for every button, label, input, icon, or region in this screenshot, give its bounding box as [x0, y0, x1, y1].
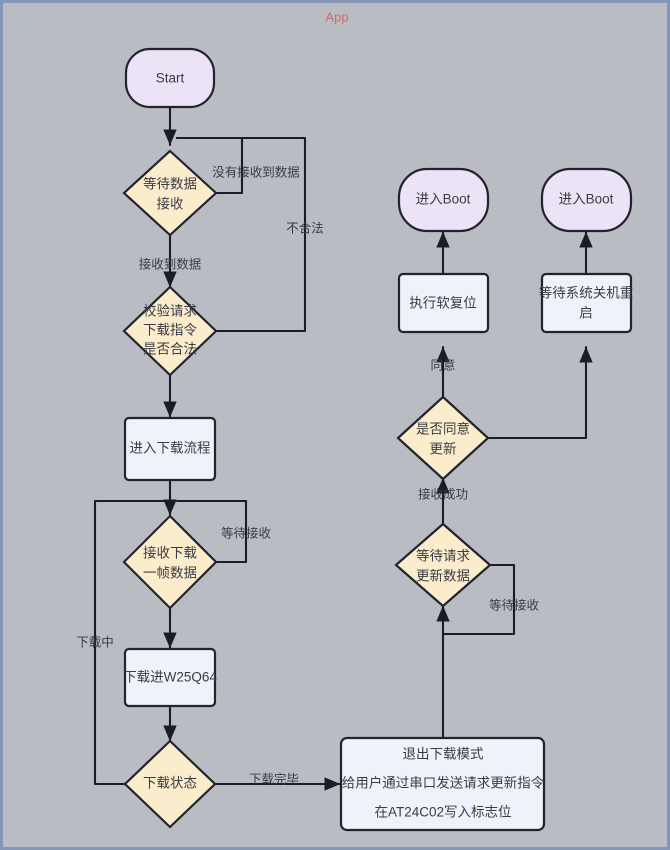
- node-wait-data-line1: 等待数据: [143, 176, 197, 192]
- node-start[interactable]: Start: [124, 47, 216, 109]
- node-boot-right[interactable]: 进入Boot: [540, 167, 633, 233]
- flowchart-canvas: App 没有接收到数据 接收到数据 不合法 等待接收 下载中 下载完毕: [76, 9, 634, 832]
- edge-label-illegal: 不合法: [286, 220, 324, 235]
- node-wait-reboot[interactable]: 等待系统关机重 启: [539, 272, 634, 334]
- edge-recv-frame-self-loop: [175, 499, 248, 564]
- edge-label-download-complete: 下载完毕: [249, 771, 299, 786]
- node-exit-download[interactable]: 退出下载模式 给用户通过串口发送请求更新指令 在AT24C02写入标志位: [339, 736, 546, 832]
- edge-label-waiting-receive-1: 等待接收: [221, 525, 272, 540]
- node-wait-reboot-shape: [540, 272, 633, 334]
- node-verify-command-line2: 下载指令: [143, 323, 197, 338]
- node-boot-left-shape: [397, 167, 490, 233]
- edge-agree-to-wait-reboot: [486, 345, 593, 440]
- node-recv-frame-line1: 接收下载: [143, 545, 197, 561]
- node-boot-left-label: 进入Boot: [416, 192, 471, 207]
- node-download-status[interactable]: 下载状态: [123, 739, 217, 829]
- node-wait-data-shape: [122, 149, 218, 237]
- node-verify-command-shape: [122, 285, 218, 377]
- node-exit-download-line1: 退出下载模式: [403, 747, 484, 762]
- node-recv-frame-line2: 一帧数据: [143, 566, 197, 581]
- node-wait-update[interactable]: 等待请求 更新数据: [394, 522, 492, 608]
- node-agree-update-line2: 更新: [430, 442, 457, 457]
- node-agree-update-line1: 是否同意: [416, 421, 470, 437]
- node-exit-download-line3: 在AT24C02写入标志位: [374, 805, 511, 820]
- node-enter-download-label: 进入下载流程: [130, 441, 211, 456]
- node-agree-update[interactable]: 是否同意 更新: [396, 395, 490, 481]
- node-recv-frame-shape: [122, 514, 218, 610]
- node-write-flash-label: 下载进W25Q64: [123, 670, 217, 685]
- node-write-flash[interactable]: 下载进W25Q64: [123, 647, 217, 708]
- node-soft-reset-label: 执行软复位: [409, 295, 477, 311]
- node-wait-data[interactable]: 等待数据 接收: [122, 149, 218, 237]
- node-boot-right-shape: [540, 167, 633, 233]
- edge-label-data-received: 接收到数据: [139, 256, 202, 271]
- edge-label-receive-success: 接收成功: [418, 486, 468, 501]
- node-download-status-shape: [123, 739, 217, 829]
- node-enter-download[interactable]: 进入下载流程: [123, 416, 217, 482]
- node-enter-download-shape: [123, 416, 217, 482]
- node-wait-reboot-line1: 等待系统关机重: [539, 285, 634, 301]
- node-recv-frame[interactable]: 接收下载 一帧数据: [122, 514, 218, 610]
- edge-wait-update-self-loop: [441, 563, 516, 636]
- node-verify-command-line1: 校验请求: [143, 303, 197, 319]
- node-boot-right-label: 进入Boot: [559, 192, 614, 207]
- node-soft-reset-shape: [397, 272, 490, 334]
- node-download-status-label: 下载状态: [143, 776, 197, 791]
- node-agree-update-shape: [396, 395, 490, 481]
- node-verify-command[interactable]: 校验请求 下载指令 是否合法: [122, 285, 218, 377]
- edge-verify-illegal-loop: [175, 136, 307, 333]
- edge-label-no-data-received: 没有接收到数据: [212, 164, 300, 179]
- node-wait-reboot-line2: 启: [579, 306, 593, 321]
- node-wait-update-line1: 等待请求: [416, 548, 470, 564]
- edge-status-downloading-loop: [93, 499, 166, 786]
- edge-label-downloading: 下载中: [76, 634, 114, 649]
- node-exit-download-shape: [339, 736, 546, 832]
- edge-label-agree: 同意: [430, 357, 455, 372]
- node-write-flash-shape: [123, 647, 217, 708]
- node-soft-reset[interactable]: 执行软复位: [397, 272, 490, 334]
- node-wait-data-line2: 接收: [157, 196, 184, 212]
- node-wait-update-shape: [394, 522, 492, 608]
- node-wait-update-line2: 更新数据: [416, 569, 470, 584]
- node-verify-command-line3: 是否合法: [143, 342, 197, 357]
- node-start-shape: [124, 47, 216, 109]
- node-exit-download-line2: 给用户通过串口发送请求更新指令: [342, 775, 545, 791]
- node-boot-left[interactable]: 进入Boot: [397, 167, 490, 233]
- edge-label-waiting-receive-2: 等待接收: [489, 597, 540, 612]
- frame-title: App: [325, 9, 348, 24]
- node-start-label: Start: [156, 71, 185, 86]
